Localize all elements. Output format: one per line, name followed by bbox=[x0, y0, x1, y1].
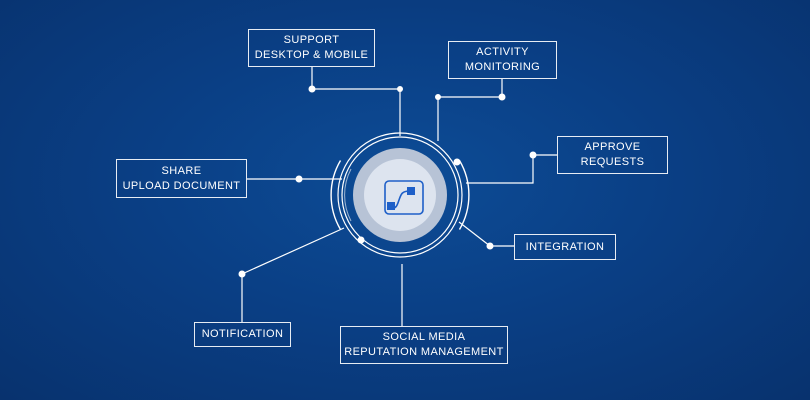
box-label-line: REPUTATION MANAGEMENT bbox=[344, 346, 504, 358]
box-label-line: UPLOAD DOCUMENT bbox=[122, 179, 241, 192]
box-label-line: SOCIAL MEDIA bbox=[382, 331, 466, 343]
outer-ring-arc-right bbox=[458, 160, 470, 230]
box-label-line: ACTIVITY bbox=[476, 46, 529, 58]
connector-dot bbox=[238, 270, 246, 278]
connector-dot bbox=[435, 94, 441, 100]
box-label-line: NOTIFICATION bbox=[201, 328, 284, 340]
connector-activity bbox=[437, 79, 503, 141]
support-desktop-mobile-box: SUPPORT DESKTOP & MOBILE bbox=[248, 29, 375, 67]
outer-ring-arc-left bbox=[330, 160, 342, 230]
connector-dot bbox=[308, 85, 316, 93]
connector-dot bbox=[498, 93, 506, 101]
connector-notification bbox=[241, 227, 345, 322]
hub-inner-disc bbox=[364, 159, 436, 231]
social-media-reputation-box: SOCIAL MEDIA REPUTATION MANAGEMENT bbox=[340, 326, 508, 364]
connector-dot bbox=[453, 158, 461, 166]
box-label-line: SHARE bbox=[161, 164, 202, 177]
box-label-line: SUPPORT bbox=[283, 34, 340, 46]
box-label-line: DESKTOP & MOBILE bbox=[254, 49, 369, 61]
box-label-line: MONITORING bbox=[464, 61, 541, 73]
notification-box: NOTIFICATION bbox=[194, 322, 291, 347]
connector-dot bbox=[295, 175, 303, 183]
share-upload-document-box: SHARE UPLOAD DOCUMENT bbox=[116, 159, 247, 198]
activity-monitoring-box: ACTIVITY MONITORING bbox=[448, 41, 557, 79]
connector-integration bbox=[458, 221, 491, 247]
inner-ring bbox=[341, 136, 459, 254]
flow-automation-icon bbox=[384, 180, 424, 215]
connector-approve bbox=[466, 154, 557, 184]
approve-requests-box: APPROVE REQUESTS bbox=[557, 136, 668, 174]
integration-box: INTEGRATION bbox=[514, 234, 616, 260]
box-label-line: REQUESTS bbox=[580, 156, 645, 168]
connector-dot bbox=[357, 236, 365, 244]
inner-ring-arc-left bbox=[344, 168, 352, 222]
box-label-line: APPROVE bbox=[584, 141, 641, 153]
connector-dot bbox=[529, 151, 537, 159]
connector-dot bbox=[397, 86, 403, 92]
connector-support bbox=[311, 67, 401, 136]
connector-dot bbox=[486, 242, 494, 250]
box-label-line: INTEGRATION bbox=[525, 240, 605, 253]
